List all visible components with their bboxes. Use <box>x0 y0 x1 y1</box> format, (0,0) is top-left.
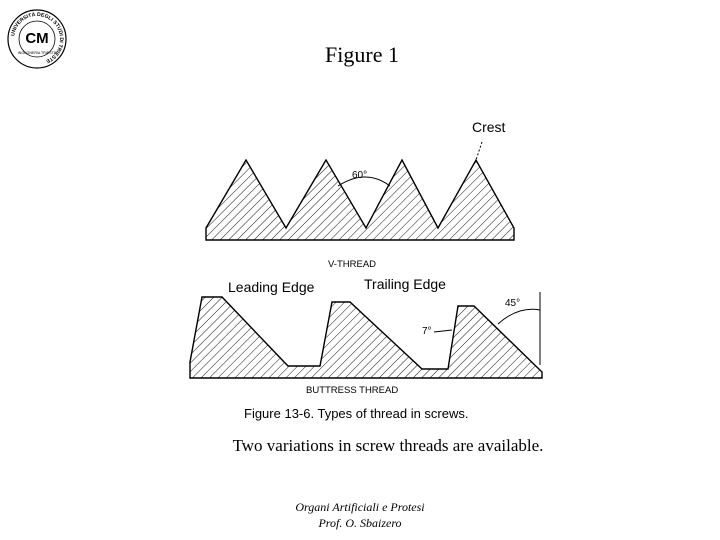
thread-diagram: Crest 60° V-THREAD Leading Edge Trailing… <box>189 119 543 421</box>
buttress-thread-label: BUTTRESS THREAD <box>306 385 398 396</box>
logo-monogram: CM <box>25 30 48 47</box>
university-logo: UNIVERSITÀ DEGLI STUDI DI TRIESTE CM ING… <box>7 9 67 69</box>
trailing-edge-label: Trailing Edge <box>364 276 446 292</box>
buttress-angle-7-label: 7° <box>422 326 432 337</box>
v-thread-profile <box>205 158 515 241</box>
v-angle-label: 60° <box>352 170 367 181</box>
buttress-45-arc <box>497 308 541 325</box>
logo-inner-text: INGEGNERIA TRIESTE <box>18 51 57 55</box>
slide-footer: Organi Artificiali e Protesi Prof. O. Sb… <box>0 499 720 531</box>
footer-course: Organi Artificiali e Protesi <box>295 500 425 514</box>
buttress-7-leader <box>433 329 453 333</box>
crest-label: Crest <box>472 119 506 135</box>
figure-caption: Figure 13-6. Types of thread in screws. <box>244 406 468 421</box>
leading-edge-label: Leading Edge <box>228 279 315 295</box>
slide-caption: Two variations in screw threads are avai… <box>232 436 544 455</box>
buttress-angle-45-label: 45° <box>505 298 520 309</box>
v-thread-label: V-THREAD <box>328 259 376 270</box>
footer-professor: Prof. O. Sbaizero <box>318 516 402 530</box>
crest-leader <box>475 141 483 161</box>
v-angle-arc <box>337 176 391 187</box>
slide-title: Figure 1 <box>325 42 399 67</box>
buttress-thread-profile <box>189 296 543 379</box>
